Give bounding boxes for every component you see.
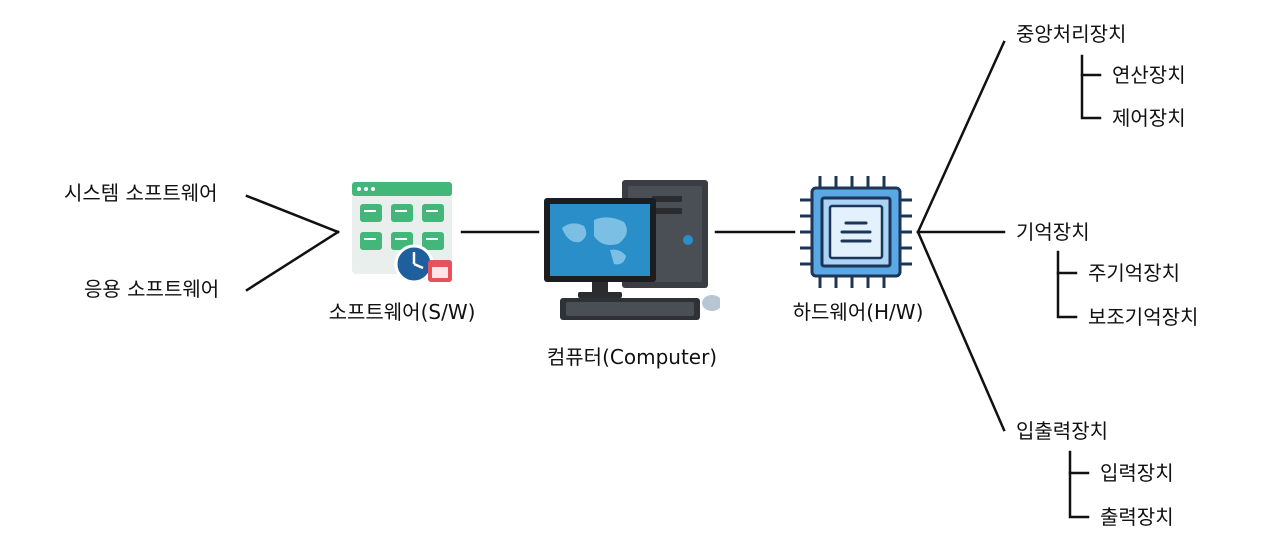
label-input-device: 입력장치 xyxy=(1100,461,1174,485)
software-icon xyxy=(352,182,452,284)
label-io-devices: 입출력장치 xyxy=(1016,419,1108,443)
label-computer: 컴퓨터(Computer) xyxy=(546,345,718,369)
line-hw-cpu xyxy=(916,40,1006,234)
line-hw-io xyxy=(916,230,1006,432)
label-main-memory: 주기억장치 xyxy=(1088,261,1180,285)
label-memory: 기억장치 xyxy=(1016,220,1090,244)
label-application-software: 응용 소프트웨어 xyxy=(84,277,220,301)
label-software: 소프트웨어(S/W) xyxy=(328,300,476,324)
label-control-unit: 제어장치 xyxy=(1112,106,1186,130)
label-hardware: 하드웨어(H/W) xyxy=(792,300,924,324)
line-app-sw xyxy=(245,230,340,292)
hardware-chip-icon xyxy=(800,176,912,288)
line-system-sw xyxy=(245,194,340,234)
bracket-cpu xyxy=(1080,54,1102,120)
bracket-io xyxy=(1068,450,1090,519)
computer-icon xyxy=(544,180,720,320)
label-alu: 연산장치 xyxy=(1112,63,1186,87)
label-output-device: 출력장치 xyxy=(1100,505,1174,529)
bracket-memory xyxy=(1056,250,1078,319)
label-system-software: 시스템 소프트웨어 xyxy=(64,181,218,205)
label-cpu: 중앙처리장치 xyxy=(1016,22,1127,46)
label-secondary-memory: 보조기억장치 xyxy=(1088,305,1199,329)
